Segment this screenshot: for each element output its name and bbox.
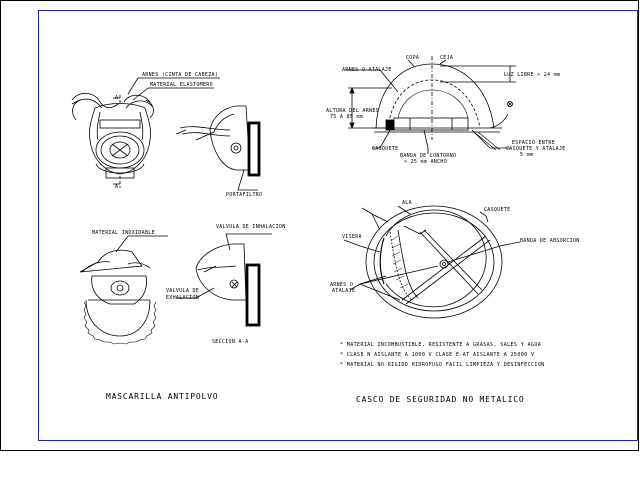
mask-section-front (79, 235, 168, 345)
sheet-border (0, 0, 639, 451)
label-espacio-3: 5 mm (520, 152, 533, 158)
label-luz-libre: LUZ LIBRE > 24 mm (504, 72, 560, 78)
label-espacio-1: ESPACIO ENTRE (512, 140, 555, 146)
label-valvula-exhalacion-2: EXHALACION (166, 295, 199, 301)
label-seccion-aa: SECCION A-A (212, 339, 248, 345)
title-casco: CASCO DE SEGURIDAD NO METALICO (356, 395, 525, 404)
label-visera: VISERA (342, 234, 362, 240)
label-banda-absorcion: BANDA DE ABSORCION (520, 238, 580, 244)
label-arnes-atalaje-2-2: ATALAJE (332, 288, 355, 294)
note-3: * MATERIAL NO RIGIDO HIDROFUGO FACIL LIM… (340, 362, 545, 368)
label-altura-arnes-1: ALTURA DEL ARNES (326, 108, 379, 114)
label-arnes-atalaje: ARNES O ATALAJE (342, 67, 392, 73)
label-portafiltro: PORTAFILTRO (226, 192, 262, 198)
label-material-elastomero: MATERIAL ELASTOMERO (150, 82, 213, 88)
label-arnes: ARNES (CINTA DE CABEZA) (142, 72, 218, 78)
label-altura-arnes-2: 75 A 85 mm (330, 114, 363, 120)
label-casquete: CASQUETE (372, 146, 398, 152)
mask-side-view (175, 105, 261, 191)
helmet-top-view (343, 205, 521, 319)
label-corte-a-top: A (115, 95, 118, 101)
title-mascarilla: MASCARILLA ANTIPOLVO (106, 392, 218, 401)
label-casquete-top: CASQUETE (484, 207, 510, 213)
label-arnes-atalaje-2-1: ARNES O (330, 282, 353, 288)
drawing-frame (38, 10, 638, 441)
label-ala: ALA (402, 200, 412, 206)
helmet-section-view (346, 56, 516, 154)
label-espacio-2: CASQUETE Y ATALAJE (506, 146, 566, 152)
mask-section-side (176, 233, 272, 327)
note-1: * MATERIAL INCOMBUSTIBLE, RESISTENTE A G… (340, 342, 541, 348)
label-copa: COPA (406, 55, 419, 61)
label-banda-contorno-2: > 25 mm ANCHO (404, 159, 447, 165)
note-2: * CLASE N AISLANTE A 1000 V CLASE E-AT A… (340, 352, 534, 358)
label-banda-contorno-1: BANDA DE CONTORNO (400, 153, 456, 159)
label-valvula-inhalacion: VALVULA DE INHALACION (216, 224, 286, 230)
label-corte-a-bottom: A (115, 184, 118, 190)
mask-front-view (71, 77, 220, 188)
label-ceja: CEJA (440, 55, 453, 61)
label-material-inoxidable: MATERIAL INOXIDABLE (92, 230, 155, 236)
label-valvula-exhalacion-1: VALVULA DE (166, 288, 199, 294)
